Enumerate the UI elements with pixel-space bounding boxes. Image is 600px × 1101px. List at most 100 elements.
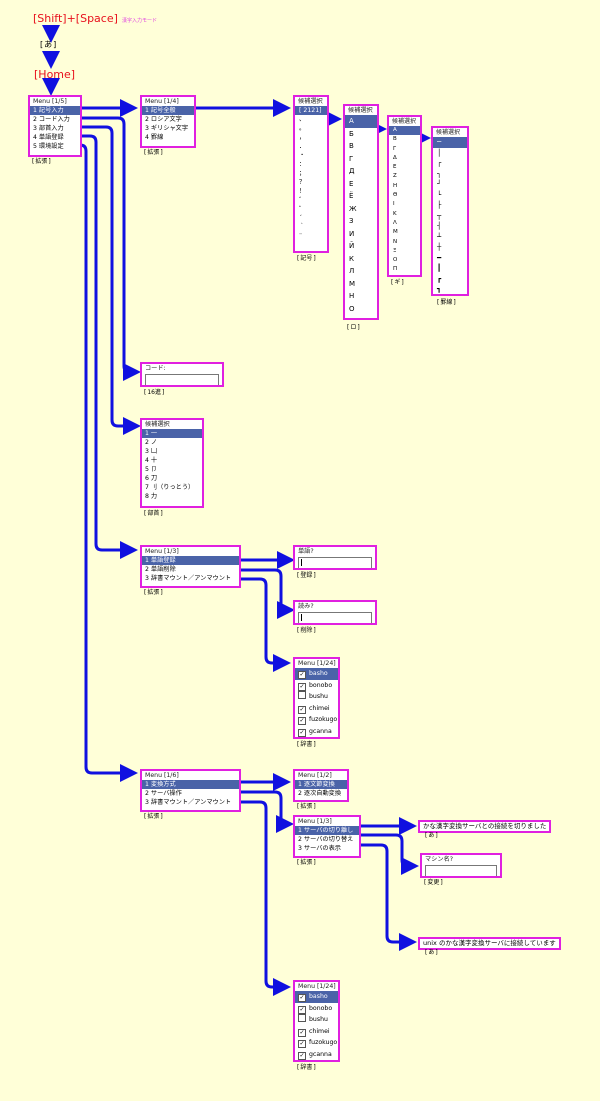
keisen-item[interactable]: ┏ <box>437 274 442 283</box>
checkbox-checked-icon[interactable]: ✓ <box>298 671 306 679</box>
russian-item[interactable]: О <box>349 304 355 313</box>
dict-item-bonobo[interactable]: ✓bonobo <box>298 681 333 691</box>
kigou-item[interactable]: ； <box>299 170 306 177</box>
russian-item[interactable]: Ж <box>349 204 357 213</box>
russian-item[interactable]: Л <box>349 267 355 275</box>
greek-item[interactable]: Β <box>393 136 397 143</box>
russian-item[interactable]: Й <box>349 242 355 250</box>
keisen-item[interactable]: ━ <box>437 253 442 262</box>
kigou-item[interactable]: ｀ <box>299 224 306 231</box>
russian-item[interactable]: К <box>349 254 354 263</box>
russian-item[interactable]: Н <box>349 292 355 300</box>
kigou-item[interactable]: ¨ <box>299 233 303 240</box>
greek-item[interactable]: Ε <box>393 164 397 171</box>
dict-item-gcanna[interactable]: ✓gcanna <box>298 1050 332 1060</box>
russian-item[interactable]: Б <box>349 129 354 138</box>
dict-item-gcanna[interactable]: ✓gcanna <box>298 727 332 737</box>
greek-item[interactable]: Ν <box>393 238 398 245</box>
kigou-item[interactable]: 、 <box>299 116 306 123</box>
conversion-item-bunsetsu[interactable]: 1 逐文節変換 <box>295 780 347 789</box>
bushu-item[interactable]: 4 十 <box>145 457 158 464</box>
server-item-switch[interactable]: 2 サーバの切り替え <box>298 836 354 843</box>
checkbox-unchecked-icon[interactable] <box>298 691 306 699</box>
greek-item[interactable]: Δ <box>393 154 397 161</box>
dict-item-fuzokugo[interactable]: ✓fuzokugo <box>298 716 338 725</box>
greek-item[interactable]: Λ <box>393 219 397 226</box>
word-prompt-field[interactable] <box>298 557 372 568</box>
main-menu-item-word[interactable]: 4 単語登録 <box>33 134 64 141</box>
keisen-item[interactable]: ┐ <box>437 169 442 178</box>
keisen-item[interactable]: ┬ <box>437 211 442 220</box>
kigou-item[interactable]: ・ <box>299 152 306 159</box>
greek-item[interactable]: Ο <box>393 257 398 264</box>
greek-item[interactable]: Μ <box>393 229 398 236</box>
bushu-item[interactable]: 5 卩 <box>145 466 158 473</box>
code-input-field[interactable] <box>145 374 219 385</box>
keisen-item[interactable]: ┓ <box>437 285 442 293</box>
server-item-show[interactable]: 3 サーバの表示 <box>298 845 341 852</box>
main-menu-item-env[interactable]: 5 環境設定 <box>33 143 64 150</box>
symbol-menu-item-keisen[interactable]: 4 罫線 <box>145 134 164 141</box>
checkbox-unchecked-icon[interactable] <box>298 1014 306 1022</box>
greek-item[interactable]: Θ <box>393 192 398 199</box>
dict-item-chimei[interactable]: ✓chimei <box>298 1027 330 1037</box>
keisen-item[interactable]: ┃ <box>437 264 442 272</box>
kigou-item[interactable]: ！ <box>299 188 306 195</box>
greek-item[interactable]: Ι <box>393 201 395 208</box>
greek-item[interactable]: Γ <box>393 145 397 152</box>
keisen-item[interactable]: │ <box>437 148 442 157</box>
env-menu-item-conversion[interactable]: 1 変換方式 <box>142 780 239 789</box>
bushu-item[interactable]: 6 刀 <box>145 475 158 482</box>
server-item-disconnect[interactable]: 1 サーバの切り離し <box>295 826 359 835</box>
russian-item[interactable]: В <box>349 142 354 150</box>
kigou-item[interactable]: ？ <box>299 179 306 186</box>
russian-item[interactable]: А <box>345 115 377 128</box>
greek-item[interactable]: Κ <box>393 210 397 217</box>
keisen-item[interactable]: ├ <box>437 201 442 209</box>
bushu-item[interactable]: 7 刂（りっとう） <box>145 484 195 491</box>
dict-item-bonobo[interactable]: ✓bonobo <box>298 1004 333 1014</box>
env-menu-item-server[interactable]: 2 サーバ操作 <box>145 790 182 797</box>
checkbox-checked-icon[interactable]: ✓ <box>298 994 306 1002</box>
word-menu-item-delete[interactable]: 2 単語削除 <box>145 566 176 573</box>
bushu-item[interactable]: 2 ノ <box>145 439 158 446</box>
checkbox-checked-icon[interactable]: ✓ <box>298 1005 306 1014</box>
russian-item[interactable]: Е <box>349 179 354 188</box>
russian-item[interactable]: Ё <box>349 192 354 200</box>
symbol-menu-item-general[interactable]: 1 記号全般 <box>142 106 194 115</box>
dict-item-chimei[interactable]: ✓chimei <box>298 704 330 714</box>
russian-item[interactable]: Д <box>349 167 355 175</box>
checkbox-checked-icon[interactable]: ✓ <box>298 1051 306 1060</box>
kigou-item[interactable]: ． <box>299 143 306 150</box>
greek-item[interactable]: Ξ <box>393 247 397 254</box>
keisen-item[interactable]: ┴ <box>437 232 442 241</box>
keisen-item[interactable]: ─ <box>433 137 467 148</box>
dict-item-basho[interactable]: ✓basho <box>295 668 338 680</box>
dict-item-basho[interactable]: ✓basho <box>295 991 338 1003</box>
kigou-item[interactable]: ， <box>299 134 306 141</box>
yomi-prompt-field[interactable] <box>298 612 372 623</box>
kigou-item[interactable]: ゜ <box>299 206 306 213</box>
kigou-item[interactable]: ： <box>299 161 306 168</box>
symbol-menu-item-greek[interactable]: 3 ギリシャ文字 <box>145 125 189 132</box>
kigou-item[interactable]: ゛ <box>299 197 306 204</box>
keisen-item[interactable]: ┘ <box>437 180 442 188</box>
main-menu-item-code[interactable]: 2 コード入力 <box>33 116 70 123</box>
checkbox-checked-icon[interactable]: ✓ <box>298 1040 306 1048</box>
kigou-item[interactable]: [ 2121] <box>295 106 327 115</box>
kigou-item[interactable]: ´ <box>299 215 303 222</box>
bushu-item[interactable]: 8 力 <box>145 493 158 500</box>
dict-item-fuzokugo[interactable]: ✓fuzokugo <box>298 1039 338 1048</box>
checkbox-checked-icon[interactable]: ✓ <box>298 728 306 737</box>
greek-item[interactable]: Ζ <box>393 173 397 180</box>
machine-prompt-field[interactable] <box>425 865 497 876</box>
russian-item[interactable]: Г <box>349 154 354 163</box>
russian-item[interactable]: И <box>349 229 355 238</box>
greek-item[interactable]: Η <box>393 182 398 189</box>
checkbox-checked-icon[interactable]: ✓ <box>298 682 306 691</box>
russian-item[interactable]: З <box>349 217 354 225</box>
env-menu-item-mount[interactable]: 3 辞書マウント／アンマウント <box>145 799 232 806</box>
checkbox-checked-icon[interactable]: ✓ <box>298 717 306 725</box>
checkbox-checked-icon[interactable]: ✓ <box>298 1028 306 1037</box>
keisen-item[interactable]: └ <box>437 190 442 199</box>
